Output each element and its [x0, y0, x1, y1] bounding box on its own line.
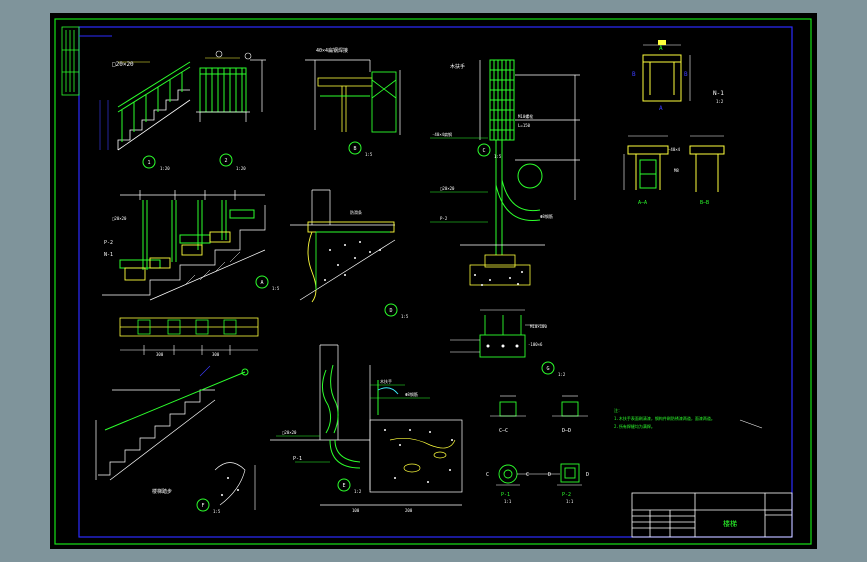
svg-text:木扶手: 木扶手 [380, 378, 392, 384]
detail-b-top-bracket: 40×4扁钢焊接 B 1:5 [305, 47, 401, 157]
svg-text:防滑条: 防滑条 [350, 209, 362, 215]
detail-g-scale: 1:2 [558, 372, 566, 377]
marker-d-left: D [548, 472, 551, 478]
section-p2-label: P-2 [562, 492, 571, 498]
stair-p2-label: P-2 [104, 240, 113, 246]
detail-d-step-edge: 防滑条 D 1:5 [290, 189, 409, 319]
detail-e-wall-connection: 木扶手 Φ8钢筋 P-1 □20×20 100 200 E 1:2 [270, 344, 463, 513]
n1-scale: 1:2 [716, 99, 724, 104]
svg-text:P-2: P-2 [440, 216, 448, 221]
svg-text:L=150: L=150 [518, 123, 531, 128]
detail-marker-1 [142, 155, 156, 169]
section-bb-label: B—B [700, 200, 709, 206]
detail-2-scale: 1:20 [236, 166, 246, 171]
marker-d-right: D [586, 472, 589, 478]
svg-text:□20×20: □20×20 [112, 216, 127, 221]
outer-border-frame [54, 18, 812, 545]
detail-c-scale: 1:5 [494, 154, 502, 159]
detail-2-railing-section: 2 1:20 [196, 50, 266, 171]
svg-text:-40×4扁钢: -40×4扁钢 [432, 131, 452, 137]
svg-text:M8: M8 [674, 168, 679, 173]
detail-f-label: F [201, 503, 204, 509]
detail-e-scale: 1:2 [354, 489, 362, 494]
detail-1-scale: 1:20 [160, 166, 170, 171]
plate-dim-1: 300 [156, 352, 164, 357]
detail-c-label: C [482, 148, 485, 154]
svg-text:M10螺栓: M10螺栓 [518, 113, 533, 119]
svg-text:楼梯踏步: 楼梯踏步 [152, 488, 172, 495]
detail-b-label: B [353, 146, 356, 152]
detail-a-stair-section: P-2 N-1 □20×20 A 1:5 [102, 190, 280, 301]
detail-1-stair-elevation: □20×20 1 1:20 [99, 61, 191, 171]
svg-text:□20×20: □20×20 [112, 61, 134, 68]
detail-b-scale: 1:5 [365, 152, 373, 157]
detail-f-scale: 1:5 [213, 509, 221, 514]
marker-c-right: C [526, 472, 529, 478]
general-notes: 注： 1.木扶手表面刷清漆，钢构件刷防锈漆两道，面漆两道。 2.所有焊缝均为满焊… [614, 407, 763, 429]
section-a-left-label: B [632, 71, 636, 78]
detail-marker-g [541, 361, 555, 375]
detail-marker-c [477, 143, 491, 157]
detail-a-label: A [260, 280, 263, 286]
detail-marker-a [255, 275, 269, 289]
e-dim-2: 200 [405, 508, 413, 513]
detail-d-scale: 1:5 [401, 314, 409, 319]
section-p1-label: P-1 [501, 492, 510, 498]
section-aa-bb: -40×4 M8 A—A B—B [623, 135, 725, 206]
small-sections-cc-dd-p1-p2: C—C D—D C C D D P-1 P-2 1:1 1:1 [486, 395, 589, 504]
plate-dim-2: 300 [212, 352, 220, 357]
section-aa-label: A—A [638, 200, 647, 206]
drawing-title: 楼梯 [723, 519, 737, 528]
n1-label: N-1 [713, 90, 724, 97]
p2-scale: 1:1 [566, 499, 574, 504]
detail-1-label: 1 [147, 160, 150, 166]
svg-text:M10×100: M10×100 [530, 324, 547, 329]
detail-marker-2 [219, 153, 233, 167]
note-2: 2.所有焊缝均为满焊。 [614, 423, 655, 429]
svg-text:Φ8钢筋: Φ8钢筋 [540, 213, 553, 219]
detail-d-label: D [389, 308, 392, 314]
note-1: 1.木扶手表面刷清漆，钢构件刷防锈漆两道，面漆两道。 [614, 415, 715, 421]
detail-g-plate: M10×100 -100×6 G 1:2 [450, 309, 566, 377]
embedded-plate-plan: 300 300 [119, 317, 259, 357]
section-a-channel: B B A A N-1 1:2 [632, 40, 724, 112]
binding-strip [61, 26, 80, 96]
p1-scale: 1:1 [504, 499, 512, 504]
svg-text:木扶手: 木扶手 [450, 63, 465, 70]
svg-text:□20×20: □20×20 [282, 430, 297, 435]
title-block: 楼梯 [631, 492, 793, 538]
section-dd-label: D—D [562, 428, 571, 434]
section-cc-label: C—C [499, 428, 508, 434]
inner-border-frame [78, 26, 793, 538]
marker-c-left: C [486, 472, 489, 478]
svg-text:Φ8钢筋: Φ8钢筋 [405, 391, 418, 397]
e-dim-1: 100 [352, 508, 360, 513]
e-p1-label: P-1 [293, 456, 302, 462]
section-a-bottom-label: A [659, 105, 663, 112]
svg-text:□20×20: □20×20 [440, 186, 455, 191]
detail-c-handrail-column: 木扶手 M10螺栓 L=150 -40×4扁钢 □20×20 P-2 Φ8钢筋 … [430, 59, 580, 286]
detail-marker-e [337, 478, 351, 492]
model-space-background [50, 13, 817, 549]
svg-text:-100×6: -100×6 [528, 342, 543, 347]
svg-text:-40×4: -40×4 [668, 147, 681, 152]
detail-f-stair-profile: 楼梯踏步 F 1:5 [95, 365, 256, 514]
svg-text:40×4扁钢焊接: 40×4扁钢焊接 [316, 47, 348, 54]
detail-e-label: E [342, 483, 345, 489]
detail-2-label: 2 [224, 158, 227, 164]
detail-a-scale: 1:5 [272, 286, 280, 291]
section-a-right-label: B [684, 71, 688, 78]
detail-marker-b [348, 141, 362, 155]
detail-marker-f [196, 498, 210, 512]
detail-g-label: G [546, 366, 549, 372]
notes-heading: 注： [614, 407, 622, 413]
detail-marker-d [384, 303, 398, 317]
section-a-top-label: A [659, 45, 663, 52]
stair-n1-label: N-1 [104, 252, 113, 258]
